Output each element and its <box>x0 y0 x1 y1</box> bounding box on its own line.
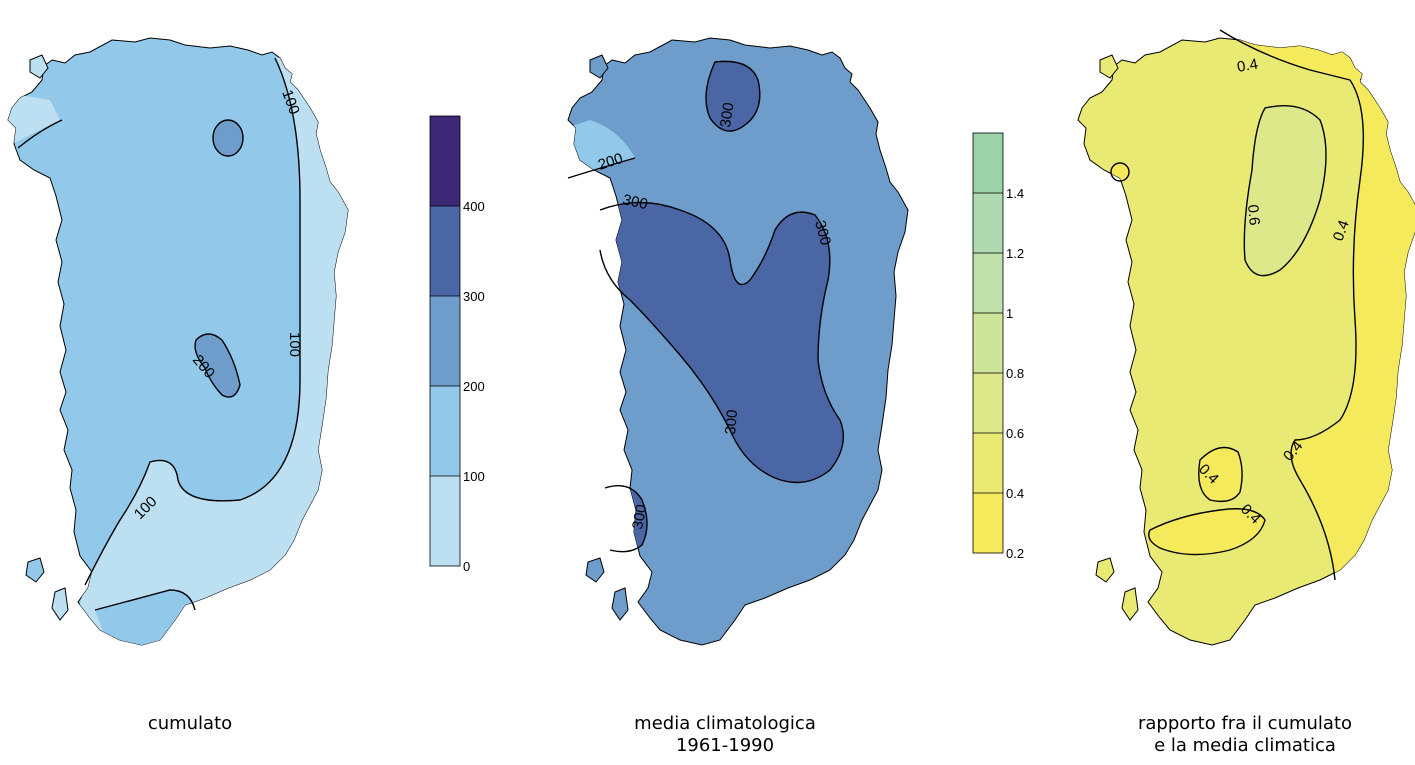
legend-precip-swatch <box>430 476 460 566</box>
caption-cumulato: cumulato <box>80 713 300 735</box>
legend-precip-tick: 400 <box>463 199 485 214</box>
legend-ratio-swatch <box>973 433 1003 493</box>
caption-line: 1961-1990 <box>675 735 775 756</box>
caption-line: e la media climatica <box>1154 735 1336 756</box>
caption-line: rapporto fra il cumulato <box>1137 713 1353 734</box>
contour-label: 0.4 <box>1236 56 1259 76</box>
legend-ratio-tick: 1.2 <box>1006 246 1024 261</box>
legend-precip-swatch <box>430 296 460 386</box>
contour-label: 0.4 <box>1330 218 1353 243</box>
map-rapporto: 0.4 0.6 0.4 0.4 0.4 0.4 <box>1077 29 1415 646</box>
legend-precip-swatch <box>430 386 460 476</box>
legend-precip-swatch <box>430 116 460 206</box>
legend-ratio-swatch <box>973 373 1003 433</box>
contour-label: 200 <box>596 150 625 174</box>
legend-ratio-swatch <box>973 193 1003 253</box>
caption-line: media climatologica <box>634 713 816 734</box>
legend-precip-tick: 300 <box>463 289 485 304</box>
map-media: 200 300 300 300 300 300 <box>567 37 909 646</box>
legend-ratio: 1.4 1.2 1 0.8 0.6 0.4 0.2 <box>972 132 1024 561</box>
legend-precip-tick: 0 <box>463 559 470 574</box>
legend-precip-tick: 200 <box>463 379 485 394</box>
legend-ratio-tick: 0.6 <box>1006 426 1024 441</box>
contour-label: 300 <box>717 101 737 128</box>
legend-ratio-swatch <box>973 313 1003 373</box>
legend-ratio-swatch <box>973 133 1003 193</box>
legend-precip: 400 300 200 100 0 <box>429 115 485 574</box>
caption-line: cumulato <box>147 713 233 734</box>
legend-ratio-swatch <box>973 253 1003 313</box>
contour-label: 300 <box>621 191 649 213</box>
legend-ratio-tick: 0.8 <box>1006 366 1024 381</box>
caption-media: media climatologica 1961-1990 <box>580 713 870 757</box>
legend-precip-swatch <box>430 206 460 296</box>
legend-ratio-tick: 0.4 <box>1006 486 1024 501</box>
contour-label: 100 <box>286 332 303 357</box>
contour-label: 300 <box>811 219 834 248</box>
contour-label: 0.6 <box>1244 204 1263 226</box>
map-cumulato: 100 100 100 200 <box>7 37 349 646</box>
legend-ratio-tick: 0.2 <box>1006 546 1024 561</box>
legend-precip-tick: 100 <box>463 469 485 484</box>
legend-ratio-tick: 1.4 <box>1006 186 1024 201</box>
caption-rapporto: rapporto fra il cumulato e la media clim… <box>1080 713 1410 757</box>
contour-label: 300 <box>629 503 650 531</box>
contour-label: 300 <box>722 409 741 435</box>
legend-ratio-swatch <box>973 493 1003 553</box>
legend-ratio-tick: 1 <box>1006 306 1013 321</box>
